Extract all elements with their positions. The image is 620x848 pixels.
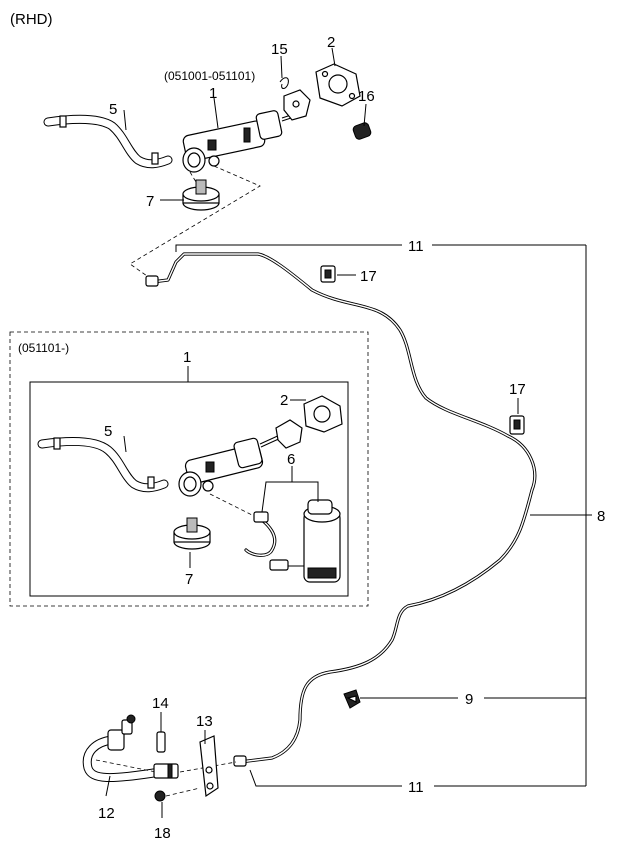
- variant-box: [9, 331, 369, 607]
- gasket: [303, 395, 343, 433]
- hose-clip: [156, 731, 166, 753]
- date-range-upper: (051001-051101): [164, 69, 255, 83]
- callout-9: 9: [465, 691, 473, 708]
- callout-17-a: 17: [360, 268, 377, 285]
- reservoir-cap: [182, 179, 220, 211]
- hose-bracket: [199, 735, 219, 798]
- gasket: [315, 63, 361, 107]
- hose-clamp: [151, 152, 159, 165]
- callout-2: 2: [327, 34, 335, 51]
- assembly-frame: [29, 381, 349, 597]
- pipe-flare-nut: [145, 275, 159, 287]
- callout-17-b: 17: [509, 381, 526, 398]
- bushing: [352, 122, 372, 140]
- box-callout-7: 7: [185, 571, 193, 588]
- hose-clamp: [59, 115, 67, 128]
- callout-16: 16: [358, 88, 375, 105]
- retaining-clip: [279, 77, 289, 89]
- box-callout-2: 2: [280, 392, 288, 409]
- box-assembly: [37, 395, 343, 583]
- pipe-link-dashed: [129, 165, 261, 279]
- callout-14: 14: [152, 695, 169, 712]
- box-callout-6: 6: [287, 451, 295, 468]
- clutch-pipe: [145, 252, 537, 767]
- pipe-clip: [320, 265, 336, 283]
- variant-label: (RHD): [10, 11, 53, 28]
- push-rod-clevis: [275, 419, 303, 449]
- clutch-damper: [244, 499, 341, 583]
- callout-8: 8: [597, 508, 605, 525]
- bracket-bolt: [154, 787, 201, 802]
- clutch-master-cylinder: [178, 433, 284, 497]
- reservoir-hose: [37, 437, 169, 493]
- callout-13: 13: [196, 713, 213, 730]
- clutch-master-cylinder: [182, 110, 301, 173]
- callout-11-bottom: 11: [408, 779, 424, 796]
- callout-15: 15: [271, 41, 288, 58]
- reservoir-hose: [43, 114, 173, 169]
- reservoir-cap: [173, 517, 211, 550]
- release-cylinder-hose: [82, 714, 237, 783]
- callout-12: 12: [98, 805, 115, 822]
- date-range-box: (051101-): [18, 341, 69, 355]
- box-callout-5: 5: [104, 423, 112, 440]
- callout-1: 1: [209, 85, 217, 102]
- pipe-clamp: [343, 689, 361, 709]
- callout-7: 7: [146, 193, 154, 210]
- pipe-clip: [509, 415, 525, 435]
- callout-18: 18: [154, 825, 171, 842]
- box-callout-1: 1: [183, 349, 191, 366]
- upper-clutch-assembly: [43, 63, 372, 279]
- callout-11-top: 11: [408, 238, 424, 255]
- callout-5: 5: [109, 101, 117, 118]
- push-rod-clevis: [283, 89, 311, 121]
- pipe-flare-nut: [233, 755, 247, 767]
